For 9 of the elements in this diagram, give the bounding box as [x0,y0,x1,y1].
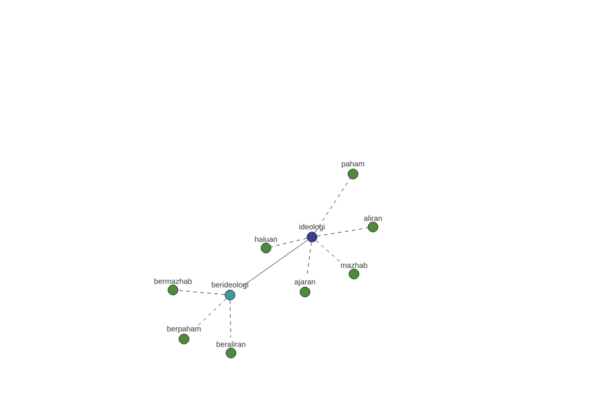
connector-line [314,178,350,233]
connector-line [270,238,308,248]
connector-line [195,298,226,328]
connector-line [306,242,312,277]
connector-line [316,228,368,236]
connector-line [230,300,231,338]
connector-line [178,290,226,295]
connector-line [242,240,308,286]
connector-line [316,240,342,264]
